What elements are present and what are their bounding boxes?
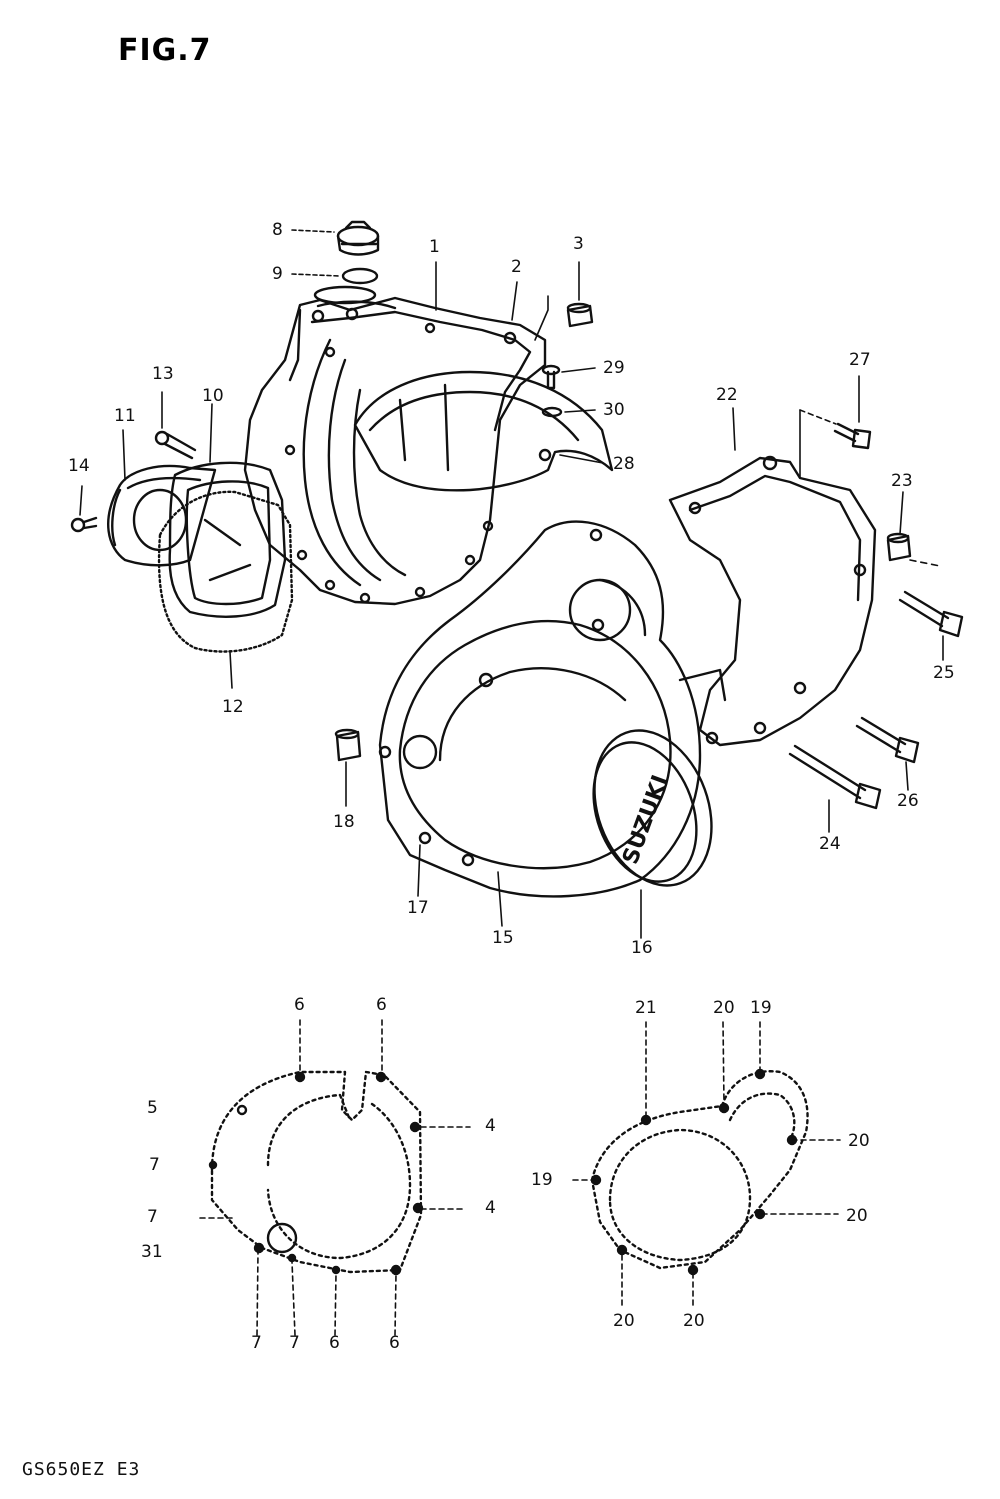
cover-view-right [590,1068,809,1276]
callout-19-left: 19 [531,1170,553,1190]
o-ring-part-9 [341,267,379,285]
callout-28: 28 [613,454,635,474]
callout-6-top-right: 6 [376,995,387,1015]
callout-16: 16 [631,938,653,958]
bolt-part-24 [788,744,882,810]
cover-view-left [208,1070,424,1276]
callout-7-bottom-2: 7 [289,1333,300,1353]
callout-18: 18 [333,812,355,832]
callout-23: 23 [891,471,913,491]
clutch-cover-part-11 [107,464,217,567]
leader-lines-right-view [572,1021,841,1306]
callout-7-left-lower: 7 [147,1207,158,1227]
callout-30: 30 [603,400,625,420]
generator-cover-part-15 [378,520,702,898]
callout-4-lower: 4 [485,1198,496,1218]
callout-24: 24 [819,834,841,854]
screw-part-14 [70,516,98,533]
callout-20-bottom-left: 20 [613,1311,635,1331]
bolt-part-26 [855,716,920,764]
dowel-pin-part-3 [566,302,594,328]
dowel-pin-part-18 [334,728,362,762]
brand-text: SUZUKI [618,772,673,868]
callout-2: 2 [511,257,522,277]
callout-15: 15 [492,928,514,948]
callout-22: 22 [716,385,738,405]
crankcase-cover-part-1 [243,285,547,606]
gasket-part-12 [157,490,294,653]
callout-13: 13 [152,364,174,384]
callout-7-left-upper: 7 [149,1155,160,1175]
bolt-part-25 [898,590,964,638]
bolt-part-27 [833,422,872,450]
callout-21: 21 [635,998,657,1018]
callout-20-bottom-right: 20 [683,1311,705,1331]
callout-31: 31 [141,1242,163,1262]
callout-14: 14 [68,456,90,476]
callout-17: 17 [407,898,429,918]
callout-20-right-lower: 20 [846,1206,868,1226]
gasket-part-10 [168,461,287,618]
bolt-part-13 [154,430,197,460]
callout-26: 26 [897,791,919,811]
callout-20-right-upper: 20 [848,1131,870,1151]
callout-19-top: 19 [750,998,772,1018]
oil-filler-cap-part-8 [336,220,380,256]
callout-20-top: 20 [713,998,735,1018]
callout-1: 1 [429,237,440,257]
callout-10: 10 [202,386,224,406]
leader-lines-left-view [199,1019,471,1336]
baffle-plate-part-28 [353,370,614,492]
callout-27: 27 [849,350,871,370]
callout-6-top-left: 6 [294,995,305,1015]
callout-8: 8 [272,220,283,240]
callout-6-bottom-1: 6 [329,1333,340,1353]
washer-part-30 [541,406,563,418]
figure-title: FIG.7 [118,33,212,68]
callout-12: 12 [222,697,244,717]
bolt-part-29 [541,364,561,390]
dowel-pin-part-23 [886,532,912,562]
callout-5: 5 [147,1098,158,1118]
callout-6-bottom-2: 6 [389,1333,400,1353]
callout-25: 25 [933,663,955,683]
callout-3: 3 [573,234,584,254]
leader-lines-top [79,229,944,939]
sprocket-cover-part-22 [668,455,877,747]
callout-11: 11 [114,406,136,426]
callout-9: 9 [272,264,283,284]
callout-4-upper: 4 [485,1116,496,1136]
model-code: GS650EZ E3 [22,1459,141,1480]
callout-7-bottom-1: 7 [251,1333,262,1353]
callout-29: 29 [603,358,625,378]
